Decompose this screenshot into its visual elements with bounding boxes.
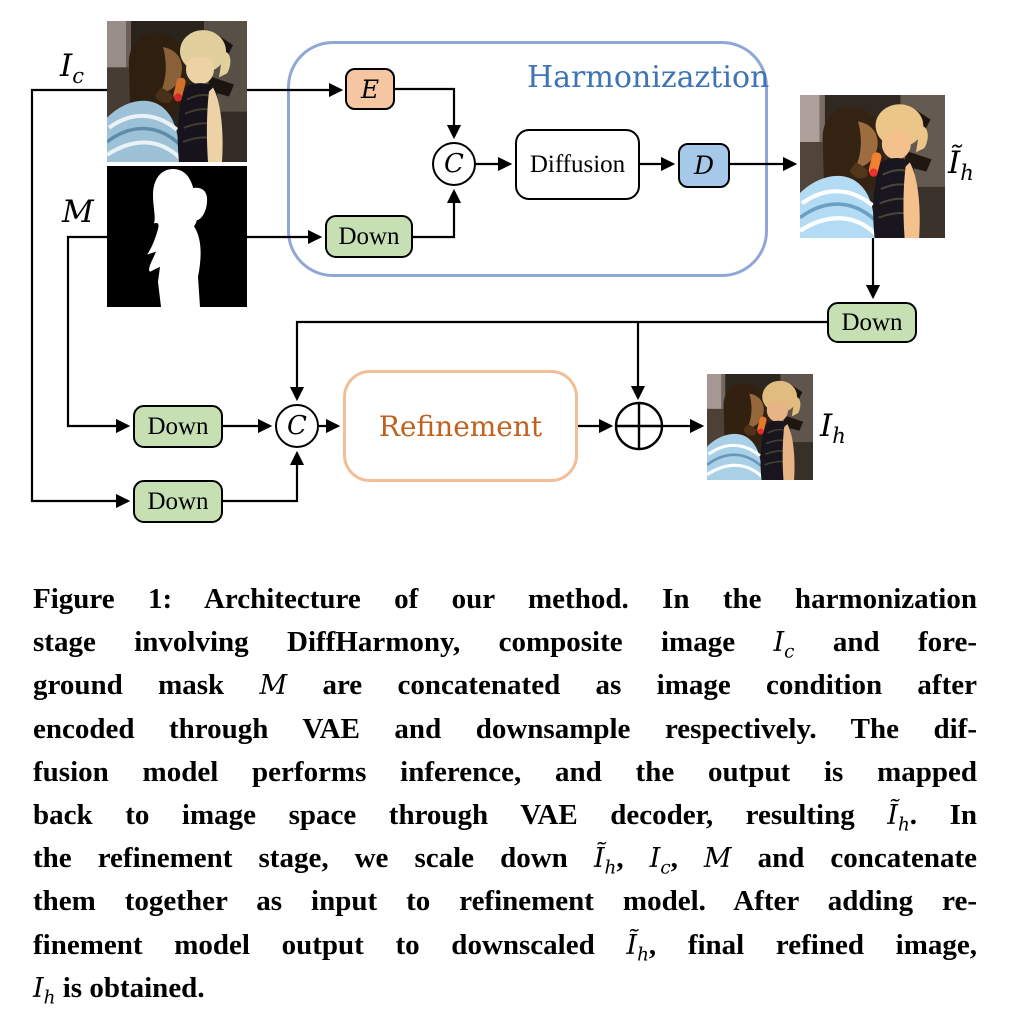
label-composite: Ic	[60, 48, 85, 89]
downsample-node-mask-stage2: Down	[133, 405, 223, 448]
figure-caption: Figure 1: Architecture of our method. In…	[33, 578, 977, 1010]
connector-wires	[30, 82, 881, 509]
downsample-node-harmonized: Down	[827, 302, 917, 343]
caption-line: ground mask M are concatenated as image …	[33, 669, 977, 702]
caption-line: them together as input to refinement mod…	[33, 885, 977, 918]
math-symbol: M	[259, 670, 288, 702]
add-operator-icon	[614, 401, 664, 451]
caption-line: back to image space through VAE decoder,…	[33, 799, 977, 836]
concat-operator-stage2: C	[275, 404, 319, 448]
label-mask: M	[62, 194, 94, 230]
architecture-figure: Harmonizaztion Refinement E Down C Diffu…	[30, 21, 974, 523]
label-final: Ih	[820, 408, 846, 449]
composite-image	[107, 21, 247, 162]
harmonization-stage-box	[287, 41, 768, 277]
math-symbol: Ic	[649, 843, 671, 879]
diffusion-model-node: Diffusion	[515, 129, 640, 200]
caption-line: finement model output to downscaled Ĩh, …	[33, 928, 977, 966]
math-symbol: M	[703, 843, 732, 875]
math-symbol: Ĩh	[626, 929, 649, 966]
math-symbol: Ĩh	[593, 843, 617, 879]
vae-decoder-node: D	[678, 143, 730, 188]
caption-line: encoded through VAE and downsample respe…	[33, 712, 977, 745]
math-symbol: Ih	[33, 972, 56, 1009]
downsample-node-mask-stage1: Down	[325, 215, 413, 258]
concat-operator-stage1: C	[432, 142, 476, 186]
caption-line: the refinement stage, we scale down Ĩh, …	[33, 842, 977, 879]
caption-line: Figure 1: Architecture of our method. In…	[33, 583, 977, 615]
final-image	[707, 374, 813, 480]
refinement-stage-title: Refinement	[378, 409, 543, 443]
vae-encoder-node: E	[345, 68, 395, 110]
caption-line: fusion model performs inference, and the…	[33, 755, 977, 788]
math-symbol: Ic	[773, 627, 795, 663]
harmonization-stage-title: Harmonizaztion	[527, 60, 770, 95]
downsample-node-composite: Down	[133, 480, 223, 523]
mask-image	[107, 166, 247, 307]
connector-line	[30, 82, 881, 509]
harmonized-image	[800, 95, 945, 238]
caption-line: stage involving DiffHarmony, composite i…	[33, 626, 977, 663]
label-harmonized: Ĩh	[948, 145, 974, 186]
refinement-stage-box: Refinement	[343, 370, 578, 482]
math-symbol: Ĩh	[887, 800, 910, 836]
caption-line: Ih is obtained.	[33, 971, 205, 1009]
